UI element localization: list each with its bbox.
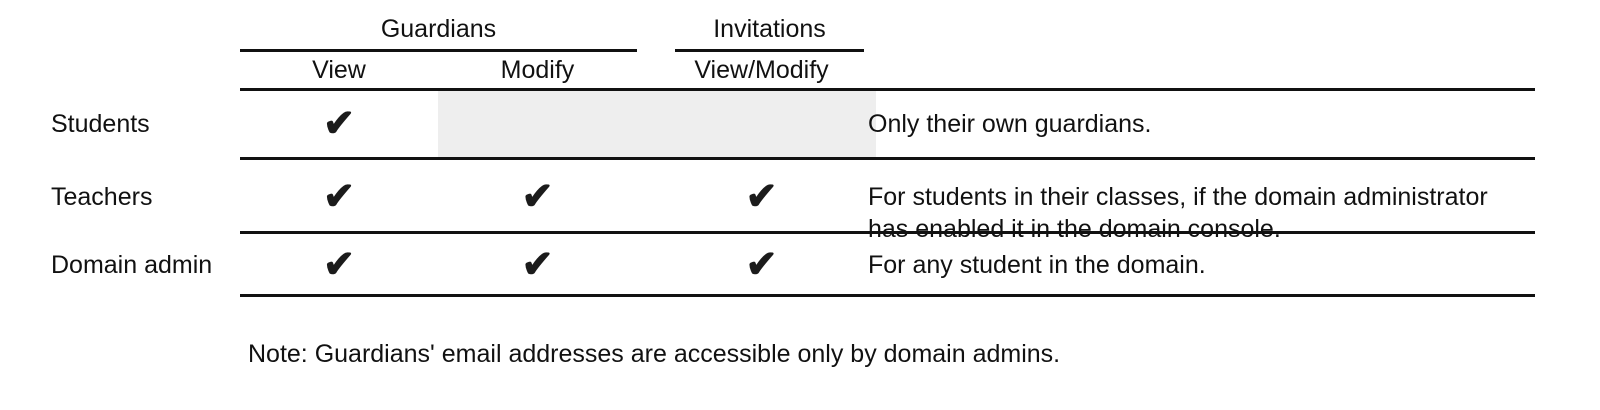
rule-after-teachers-row (240, 231, 1535, 234)
row-label-teachers: Teachers (51, 183, 153, 211)
rule-table-bottom (240, 294, 1535, 297)
row-description-teachers: For students in their classes, if the do… (868, 183, 1488, 243)
column-header-guardians-view: View (312, 56, 366, 84)
table-row: Teachers ✔ ✔ ✔ For students in their cla… (0, 161, 1600, 243)
rule-after-students-row (240, 157, 1535, 160)
check-icon-teachers-invitations-view-modify: ✔ (745, 176, 778, 218)
check-icon-domain-admin-invitations-view-modify: ✔ (745, 244, 778, 286)
rule-under-invitations-group (675, 49, 864, 52)
table-footnote: Note: Guardians' email addresses are acc… (248, 340, 1061, 368)
column-header-guardians-modify: Modify (500, 56, 575, 84)
row-shaded-cells (438, 91, 876, 158)
check-icon-domain-admin-guardians-modify: ✔ (521, 244, 554, 286)
group-header-guardians: Guardians (380, 15, 497, 43)
table-row: Domain admin ✔ ✔ ✔ For any student in th… (0, 235, 1600, 295)
row-description-domain-admin: For any student in the domain. (868, 251, 1206, 279)
column-header-invitations-view-modify: View/Modify (694, 56, 829, 84)
check-icon-teachers-guardians-modify: ✔ (521, 176, 554, 218)
row-description-students: Only their own guardians. (868, 110, 1152, 138)
table-row: Students ✔ Only their own guardians. (0, 91, 1600, 158)
rule-under-guardians-group (240, 49, 637, 52)
check-icon-students-guardians-view: ✔ (323, 103, 355, 145)
group-header-invitations: Invitations (713, 15, 826, 43)
row-label-domain-admin: Domain admin (51, 251, 213, 279)
check-icon-domain-admin-guardians-view: ✔ (323, 244, 355, 286)
row-label-students: Students (51, 110, 150, 138)
rule-header-bottom (240, 88, 1535, 91)
check-icon-teachers-guardians-view: ✔ (323, 176, 355, 218)
